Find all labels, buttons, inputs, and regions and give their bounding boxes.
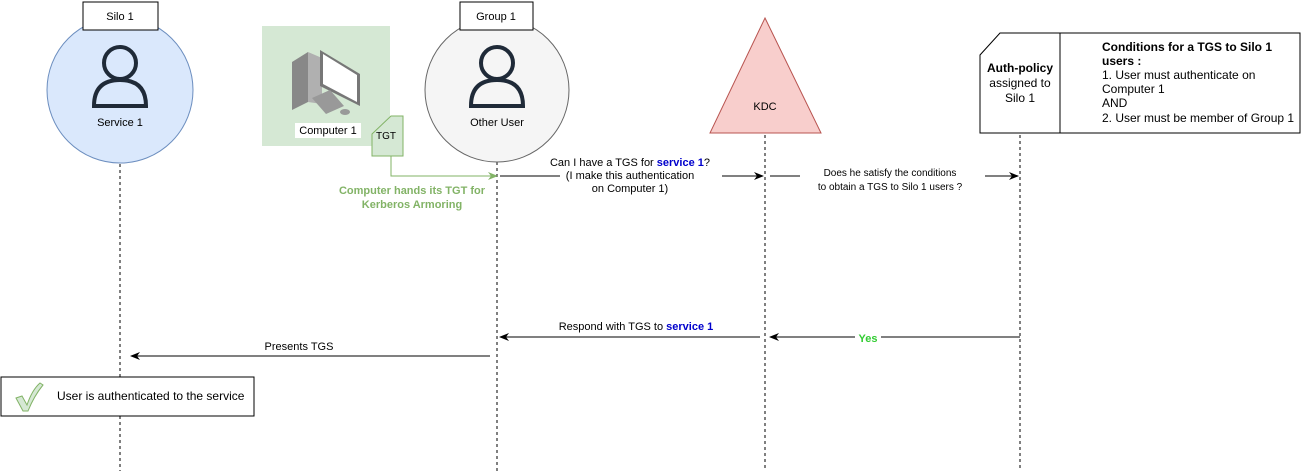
yes-arrow: Yes	[769, 331, 1020, 345]
svg-text:Silo 1: Silo 1	[1005, 91, 1035, 105]
svg-text:(I make this authentication: (I make this authentication	[566, 170, 694, 182]
svg-text:2. User must be member of Grou: 2. User must be member of Group 1	[1102, 111, 1294, 125]
auth-policy-box[interactable]: Auth-policy assigned to Silo 1 Condition…	[979, 32, 1301, 134]
service-name: Service 1	[97, 117, 143, 129]
svg-text:Silo 1: Silo 1	[106, 11, 134, 23]
computer-name: Computer 1	[299, 125, 356, 137]
svg-text:Group 1: Group 1	[476, 11, 516, 23]
authenticated-result: User is authenticated to the service	[0, 376, 255, 417]
request-tgs-arrow: Can I have a TGS for service 1? (I make …	[500, 157, 764, 195]
service-actor[interactable]: Service 1	[46, 16, 194, 164]
svg-text:AND: AND	[1102, 96, 1128, 110]
present-tgs-arrow: Presents TGS	[130, 341, 490, 360]
svg-text:Computer hands its TGT for: Computer hands its TGT for	[339, 185, 486, 197]
svg-text:to obtain a TGS to Silo 1 user: to obtain a TGS to Silo 1 users ?	[818, 182, 963, 193]
computer-icon	[292, 50, 360, 115]
svg-text:Auth-policy: Auth-policy	[987, 61, 1053, 75]
svg-text:Does he satisfy the conditions: Does he satisfy the conditions	[824, 168, 957, 179]
svg-text:users :: users :	[1102, 54, 1141, 68]
user-icon	[91, 45, 149, 108]
check-conditions-arrow: Does he satisfy the conditions to obtain…	[770, 168, 1019, 193]
user-actor[interactable]: Other User	[424, 17, 570, 163]
respond-tgs-arrow: Respond with TGS to service 1	[499, 321, 760, 341]
svg-text:on Computer 1): on Computer 1)	[592, 183, 668, 195]
svg-text:1. User must authenticate on: 1. User must authenticate on	[1102, 68, 1255, 82]
tgt-note[interactable]: TGT	[371, 115, 404, 157]
policy-conditions: Conditions for a TGS to Silo 1 users : 1…	[1102, 40, 1294, 125]
svg-text:User is authenticated to the s: User is authenticated to the service	[57, 389, 245, 403]
svg-text:Conditions for a TGS to Silo 1: Conditions for a TGS to Silo 1	[1102, 40, 1272, 54]
svg-text:TGT: TGT	[376, 131, 396, 142]
user-name: Other User	[470, 117, 524, 129]
svg-text:Computer 1: Computer 1	[1102, 82, 1165, 96]
svg-text:Respond with TGS to service 1: Respond with TGS to service 1	[559, 321, 714, 333]
group-label: Group 1	[459, 1, 534, 31]
computer-actor[interactable]: Computer 1	[262, 26, 390, 146]
svg-text:Yes: Yes	[859, 333, 878, 345]
silo-label: Silo 1	[82, 1, 159, 31]
user-icon	[468, 45, 526, 108]
svg-text:assigned to: assigned to	[989, 76, 1051, 90]
svg-text:Presents TGS: Presents TGS	[265, 341, 334, 353]
svg-text:Can I have a TGS for service 1: Can I have a TGS for service 1?	[550, 157, 710, 169]
checkmark-icon	[15, 382, 44, 412]
svg-text:Kerberos Armoring: Kerberos Armoring	[362, 199, 462, 211]
kdc-actor[interactable]: KDC	[709, 16, 822, 134]
armoring-arrow: Computer hands its TGT for Kerberos Armo…	[339, 156, 498, 211]
kdc-name: KDC	[753, 101, 776, 113]
